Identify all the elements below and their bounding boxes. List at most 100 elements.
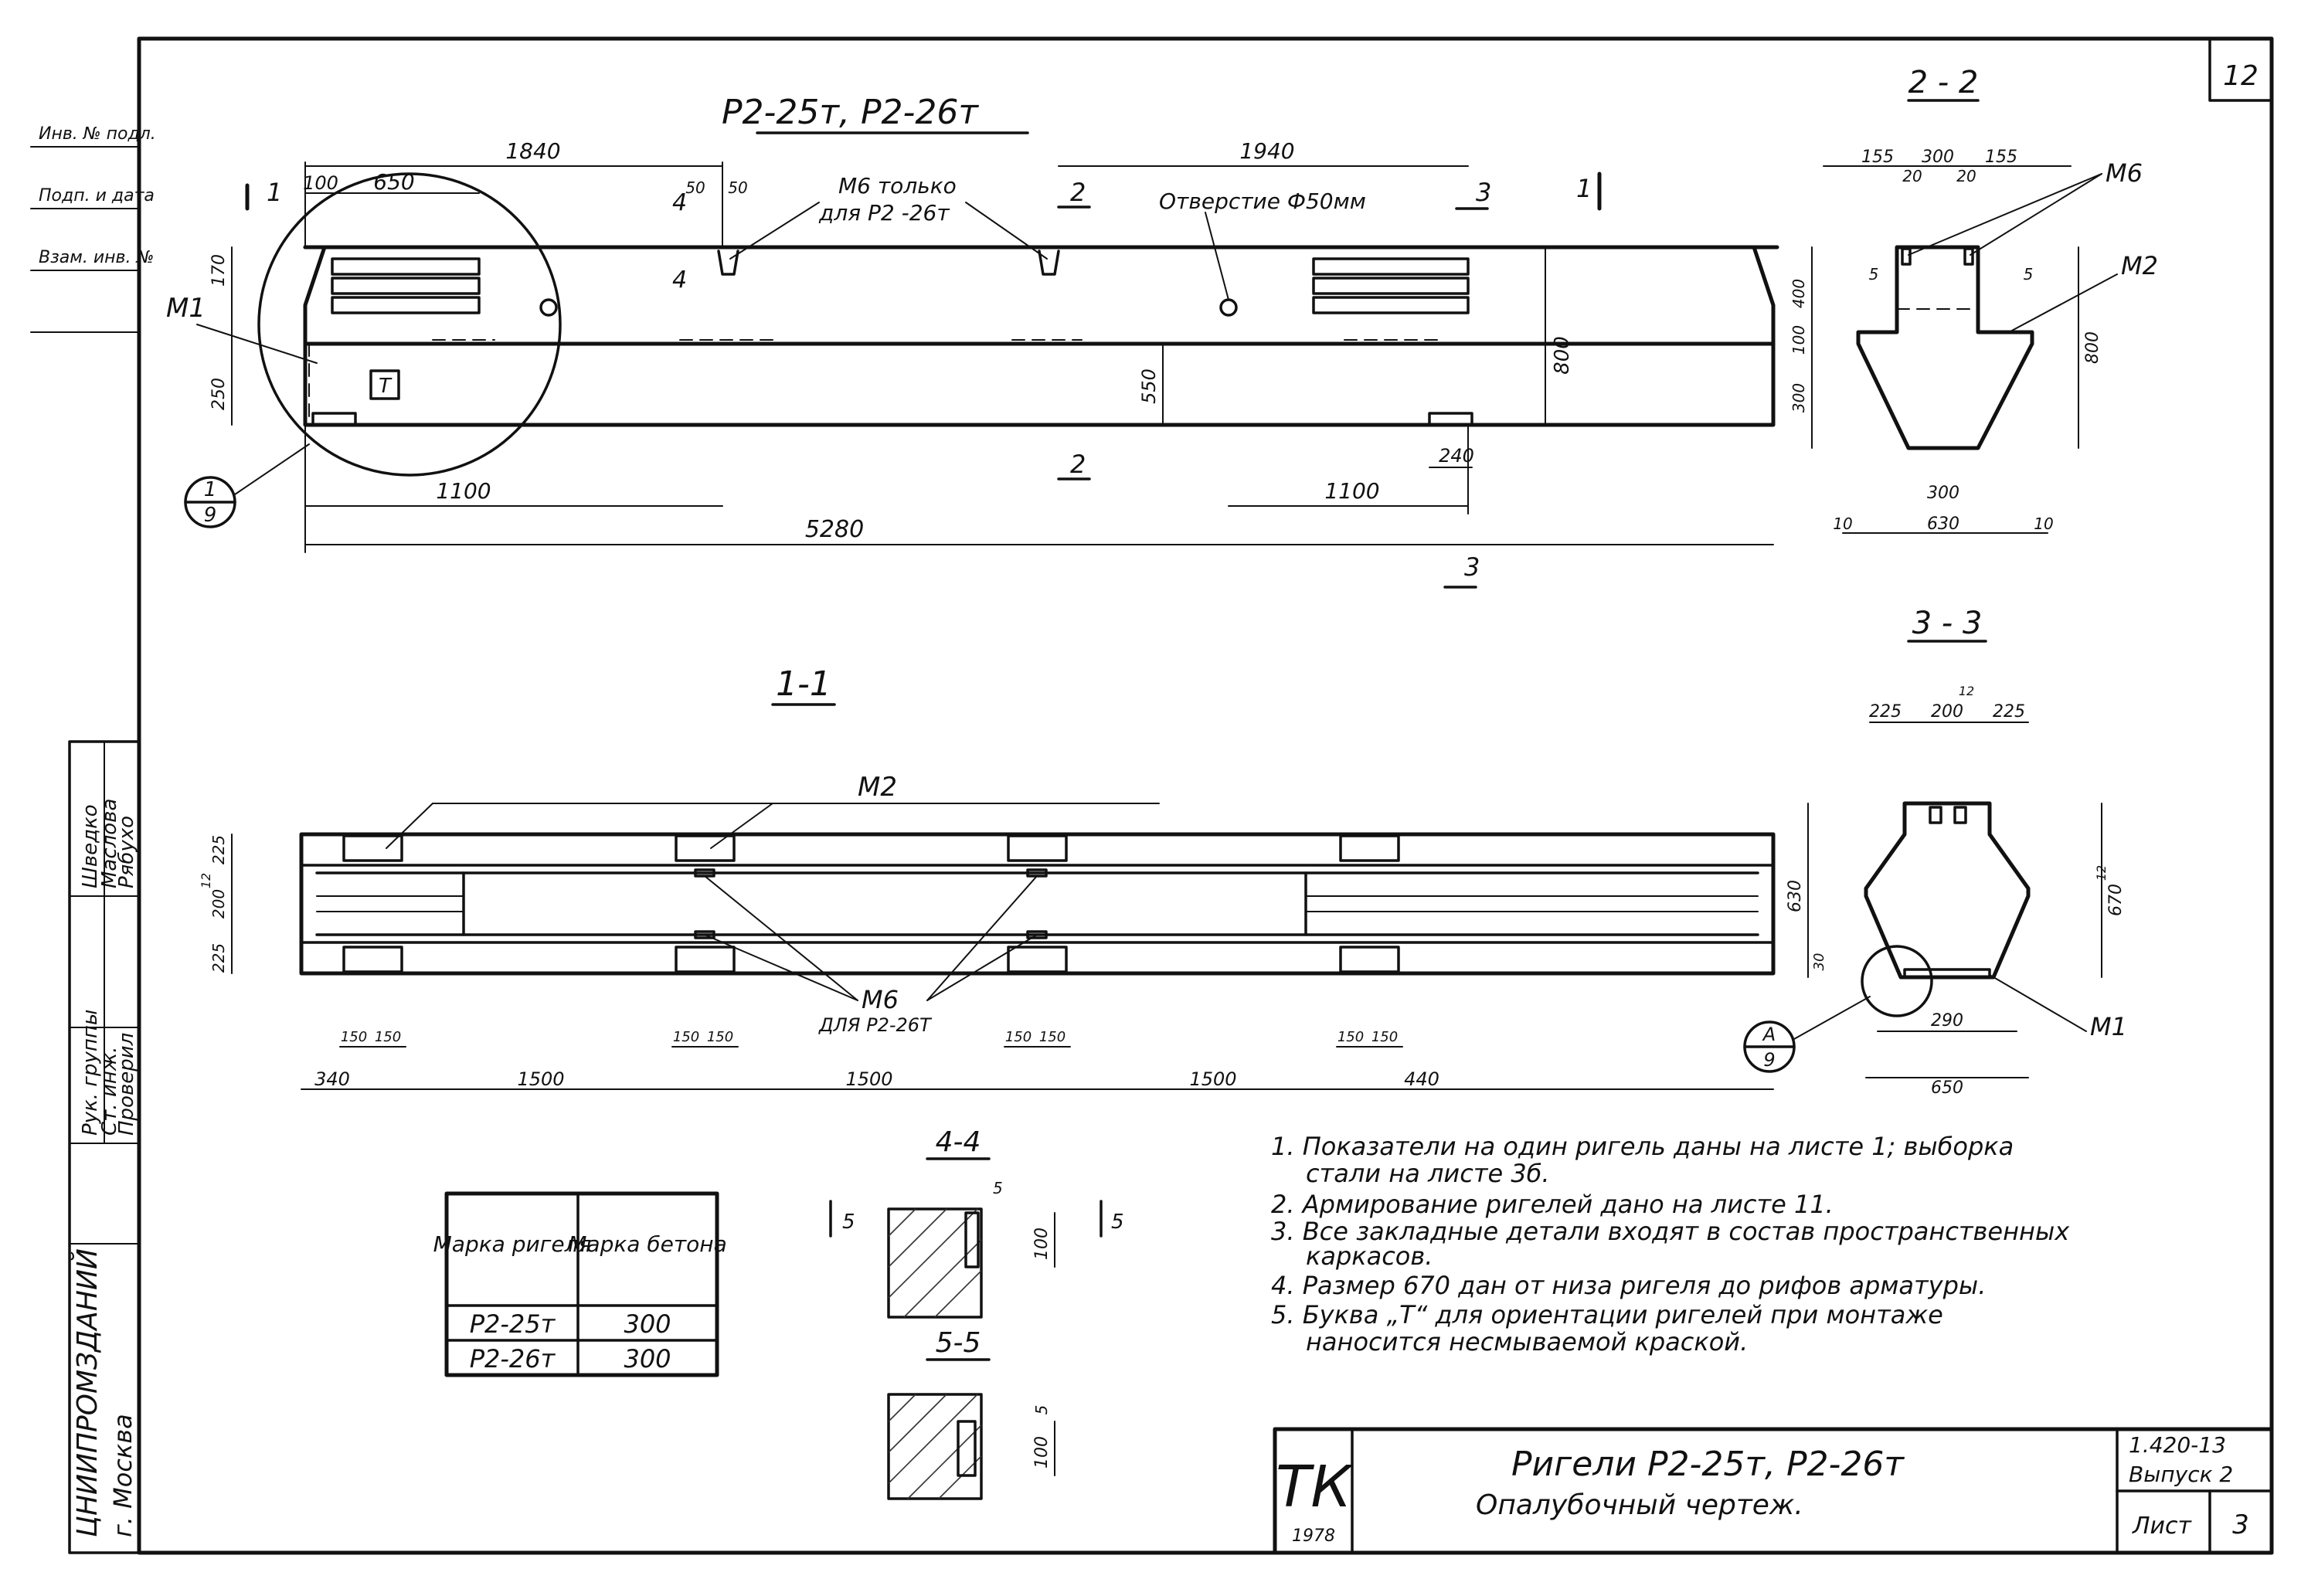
drawing-title: Ригели Р2-25т, Р2-26т (1511, 1445, 1905, 1484)
s33-dim-290: 290 (1931, 1011, 1963, 1031)
dim-1100-left: 1100 (436, 478, 491, 504)
side-stamp: Инв. № подл. Подп. и дата Взам. инв. № Р… (30, 124, 156, 1554)
org-city: г. Москва (108, 1414, 138, 1537)
s22-dim-630: 630 (1927, 514, 1959, 534)
plan-1-1: 1-1 225 200 12 225 1 (199, 664, 1776, 1090)
s55-dim-5: 5 (1032, 1405, 1051, 1415)
cut-3-top: 3 (1476, 178, 1491, 207)
note-line-8: наносится несмываемой краской. (1306, 1327, 1748, 1357)
orientation-mark: Т (379, 375, 393, 398)
sheet-frame: 12 (137, 36, 2274, 1555)
s22-dim-b300: 300 (1927, 484, 1959, 503)
note-line-5: каркасов. (1306, 1241, 1433, 1271)
s33-detail-den: 9 (1763, 1049, 1775, 1071)
s22-dim-5b: 5 (2024, 265, 2034, 284)
plan-dim-200: 200 (209, 889, 228, 919)
s33-dim-630: 630 (1786, 880, 1805, 912)
section-3-3-title: 3 - 3 (1912, 606, 1983, 641)
side-name-3: Рябухо (115, 816, 138, 888)
dim-5280: 5280 (805, 516, 864, 543)
plan-dim-1500c: 1500 (1189, 1068, 1236, 1090)
plan-title: 1-1 (776, 664, 831, 704)
plan-dim-150-1a: 150 (341, 1029, 367, 1045)
side-name-1: Шведко (79, 804, 102, 888)
dim-50b: 50 (728, 178, 747, 197)
cut-2-bottom: 2 (1070, 450, 1086, 479)
plan-dim-440: 440 (1404, 1068, 1439, 1090)
plan-dim-150-4b: 150 (1371, 1029, 1398, 1045)
cut-1-right: 1 (1576, 174, 1592, 203)
dim-1940: 1940 (1239, 138, 1294, 164)
s22-dim-155a: 155 (1861, 148, 1894, 167)
s22-label-m2: М2 (2121, 251, 2158, 280)
section-5-5-title: 5-5 (936, 1327, 981, 1359)
section-3-3: 3 - 3 225 200 12 225 630 30 670 12 290 6… (1743, 606, 2127, 1098)
general-notes: 1. Показатели на один ригель даны на лис… (1271, 1132, 2070, 1357)
section-4-4: 4-4 5 5 5 100 (829, 1126, 1124, 1319)
plan-dim-1500b: 1500 (845, 1068, 892, 1090)
s55-dim-100: 100 (1032, 1436, 1052, 1469)
plan-dim-150-4a: 150 (1337, 1029, 1364, 1045)
s44-cut-left: 5 (842, 1211, 855, 1234)
issue-number: Выпуск 2 (2129, 1462, 2233, 1487)
side-label-1: Инв. № подл. (39, 124, 156, 144)
section-4-4-title: 4-4 (936, 1126, 981, 1158)
plan-label-m6-note: ДЛЯ Р2-26Т (818, 1014, 933, 1036)
table-row2-mark: Р2-26т (470, 1344, 556, 1374)
section-2-2: 2 - 2 155 300 155 20 20 5 5 400 100 300 … (1789, 65, 2158, 534)
plan-dim-150-2a: 150 (673, 1029, 699, 1045)
s22-dim-400: 400 (1789, 279, 1808, 308)
beam-elevation: Р2-25т, Р2-26т Т (166, 93, 1779, 589)
hole-left (539, 298, 558, 317)
note-m6-2: для Р2 -26т (818, 200, 950, 226)
plan-dim-150-1b: 150 (375, 1029, 401, 1045)
label-m1: М1 (166, 293, 206, 324)
dim-550: 550 (1138, 368, 1160, 404)
note-line-3: 2. Армирование ригелей дано на листе 11. (1271, 1190, 1834, 1219)
note-line-4: 3. Все закладные детали входят в состав … (1271, 1217, 2070, 1246)
dim-170: 170 (209, 254, 229, 287)
sheet-no: 3 (2232, 1509, 2249, 1540)
dim-250: 250 (209, 378, 229, 410)
note-line-1: 1. Показатели на один ригель даны на лис… (1271, 1132, 2014, 1161)
side-role-1: Рук. группы (79, 1010, 102, 1136)
dim-100: 100 (303, 172, 338, 194)
s33-dim-670sup: 12 (2094, 865, 2109, 881)
dim-1840: 1840 (505, 138, 560, 164)
side-name-2: Маслова (98, 799, 121, 888)
s33-dim-200: 200 (1931, 702, 1963, 722)
note-m6: М6 только (838, 173, 957, 199)
plan-dim-150-3a: 150 (1005, 1029, 1032, 1045)
hole-right (1219, 298, 1238, 317)
note-line-2: стали на листе 3б. (1306, 1159, 1550, 1188)
s33-dim-225b: 225 (1993, 702, 2025, 722)
plan-dim-1500a: 1500 (517, 1068, 564, 1090)
s22-dim-300: 300 (1922, 148, 1954, 167)
plan-dim-150-3b: 150 (1039, 1029, 1066, 1045)
detail-ref-num: 1 (204, 478, 217, 501)
section-2-2-title: 2 - 2 (1908, 65, 1979, 100)
title-block: ТК 1978 Ригели Р2-25т, Р2-26т Опалубочны… (1273, 1427, 2274, 1555)
cut-4-top: 4 (672, 189, 687, 216)
table-header-1: Марка ригеля (433, 1231, 592, 1257)
s44-cut-right: 5 (1111, 1211, 1124, 1234)
org-year: 1978 (1292, 1526, 1335, 1546)
drawing-subtitle: Опалубочный чертеж. (1476, 1489, 1803, 1521)
cut-2-top: 2 (1070, 178, 1086, 207)
s22-label-m6: М6 (2106, 158, 2143, 188)
s33-dim-12: 12 (1959, 684, 1974, 698)
s33-label-m1: М1 (2090, 1012, 2127, 1041)
s22-dim-300h: 300 (1789, 383, 1808, 413)
cut-1-left: 1 (267, 178, 282, 207)
dim-650: 650 (373, 169, 414, 195)
note-line-7: 5. Буква „Т“ для ориентации ригелей при … (1271, 1300, 1943, 1329)
dim-240: 240 (1439, 445, 1474, 467)
s33-dim-670: 670 (2106, 884, 2126, 916)
s33-dim-650: 650 (1931, 1078, 1963, 1098)
cut-4-bottom: 4 (672, 267, 687, 294)
table-row1-grade: 300 (624, 1309, 671, 1339)
concrete-grade-table: Марка ригеля Марка бетона Р2-25т 300 Р2-… (433, 1191, 727, 1377)
s22-dim-5a: 5 (1869, 265, 1879, 284)
dim-50a: 50 (685, 178, 705, 197)
plan-dim-225b: 225 (209, 943, 228, 973)
